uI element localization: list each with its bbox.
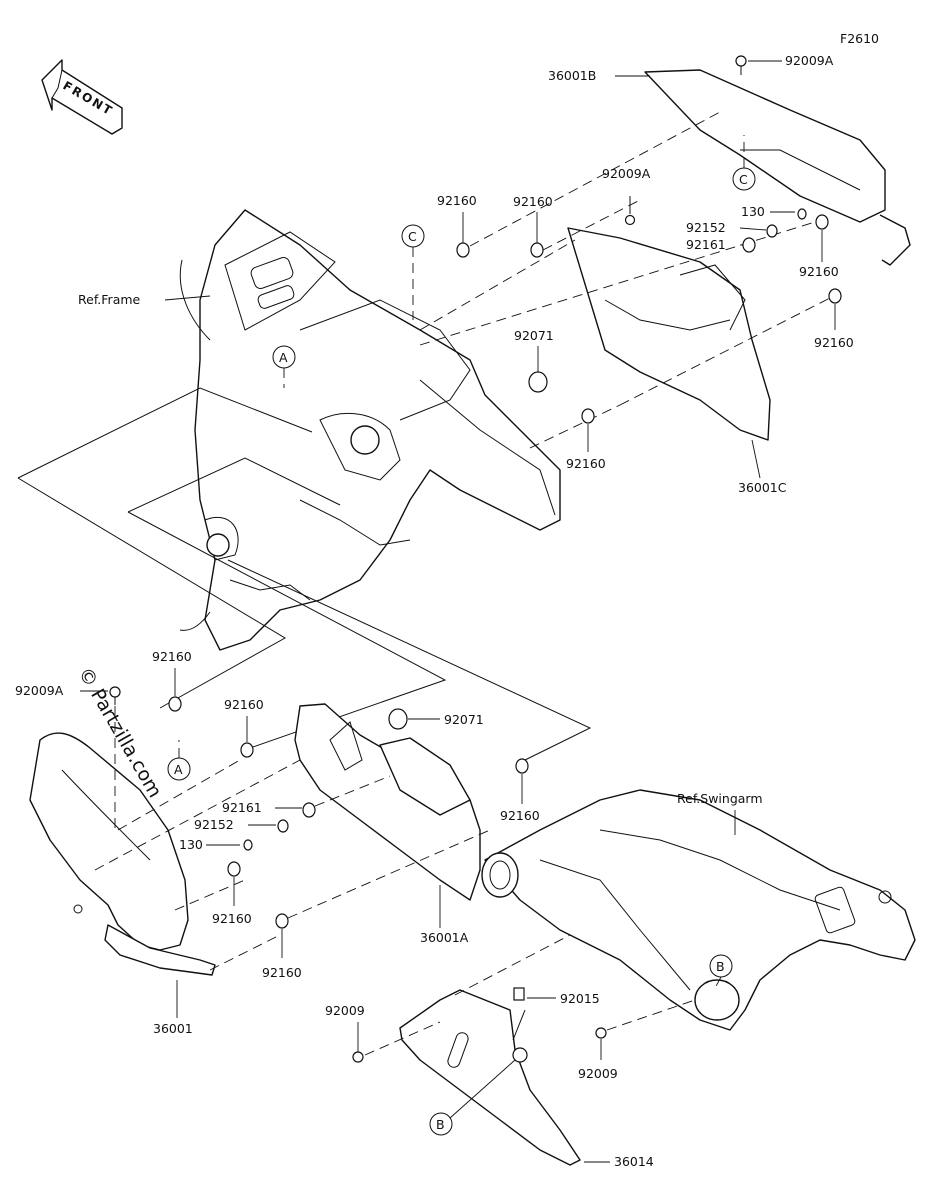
- label-92160-low1: 92160: [212, 911, 252, 926]
- callout-b-chaincover-letter: B: [436, 1117, 445, 1132]
- grommet-icon: [828, 288, 842, 304]
- label-36001: 36001: [153, 1021, 193, 1036]
- label-92071-left: 92071: [444, 712, 484, 727]
- callout-c-frame-letter: C: [408, 229, 417, 244]
- label-92160-b: 92160: [513, 194, 553, 209]
- label-92009A-mid: 92009A: [602, 166, 651, 181]
- collar-icon: [742, 237, 756, 253]
- grommet-icon: [815, 214, 829, 230]
- screw-icon: [595, 1027, 607, 1039]
- label-92160-r1: 92160: [799, 264, 839, 279]
- callout-b-swingarm-letter: B: [716, 959, 725, 974]
- grommet-icon: [227, 861, 241, 877]
- label-92009-right: 92009: [578, 1066, 618, 1081]
- label-92009-left: 92009: [325, 1003, 365, 1018]
- label-92152-right: 92152: [686, 220, 726, 235]
- label-92015: 92015: [560, 991, 600, 1006]
- label-92161-left: 92161: [222, 800, 262, 815]
- label-92152-left: 92152: [194, 817, 234, 832]
- washer-icon: [277, 819, 289, 833]
- grommet-icon: [515, 758, 529, 774]
- label-92071-right: 92071: [514, 328, 554, 343]
- callout-c-top-letter: C: [739, 172, 748, 187]
- swingarm-assembly: [481, 789, 916, 1031]
- bolt-icon: [243, 839, 253, 851]
- label-92160-r3: 92160: [566, 456, 606, 471]
- label-130-left: 130: [179, 837, 203, 852]
- label-36001A: 36001A: [420, 930, 469, 945]
- chain-cover-36014: [399, 989, 581, 1166]
- label-130-right: 130: [741, 204, 765, 219]
- frame-assembly: [179, 209, 561, 651]
- ref-frame-label: Ref.Frame: [78, 292, 141, 307]
- cover-36001A: [294, 703, 481, 901]
- side-cover-right-36001C: [567, 227, 771, 441]
- cover-36001: [29, 732, 216, 976]
- grommet-icon: [388, 708, 408, 730]
- grommet-icon: [528, 371, 548, 393]
- front-arrow-icon: FRONT: [41, 59, 123, 135]
- grommet-icon: [581, 408, 595, 424]
- bolt-icon: [770, 208, 807, 220]
- cover-36001B: [644, 69, 911, 266]
- clip-icon: [513, 987, 525, 1001]
- callout-a-left-letter: A: [174, 762, 183, 777]
- screw-icon: [352, 1051, 364, 1063]
- screw-icon: [624, 196, 636, 226]
- label-36001B: 36001B: [548, 68, 596, 83]
- label-92009A-left: 92009A: [15, 683, 64, 698]
- grommet-icon: [275, 913, 289, 929]
- washer-icon: [766, 224, 778, 238]
- figure-code: F2610: [840, 31, 879, 46]
- grommet-icon: [240, 742, 254, 758]
- ref-swingarm-label: Ref.Swingarm: [677, 791, 763, 806]
- label-92160-center: 92160: [500, 808, 540, 823]
- callout-a-frame-letter: A: [279, 350, 288, 365]
- grommet-icon: [168, 696, 182, 712]
- label-92160-mid: 92160: [224, 697, 264, 712]
- label-92160-left: 92160: [152, 649, 192, 664]
- label-36001C: 36001C: [738, 480, 787, 495]
- callout-b-chaincover: [429, 1112, 453, 1136]
- screw-icon: [109, 686, 121, 705]
- screw-icon: [735, 55, 747, 75]
- collar-icon: [302, 802, 316, 818]
- grommet-icon: [530, 242, 544, 258]
- label-36014: 36014: [614, 1154, 654, 1169]
- label-92160-low2: 92160: [262, 965, 302, 980]
- label-92160-a: 92160: [437, 193, 477, 208]
- label-92009A-top: 92009A: [785, 53, 834, 68]
- label-92160-r2: 92160: [814, 335, 854, 350]
- grommet-icon: [456, 242, 470, 258]
- label-92161-right: 92161: [686, 237, 726, 252]
